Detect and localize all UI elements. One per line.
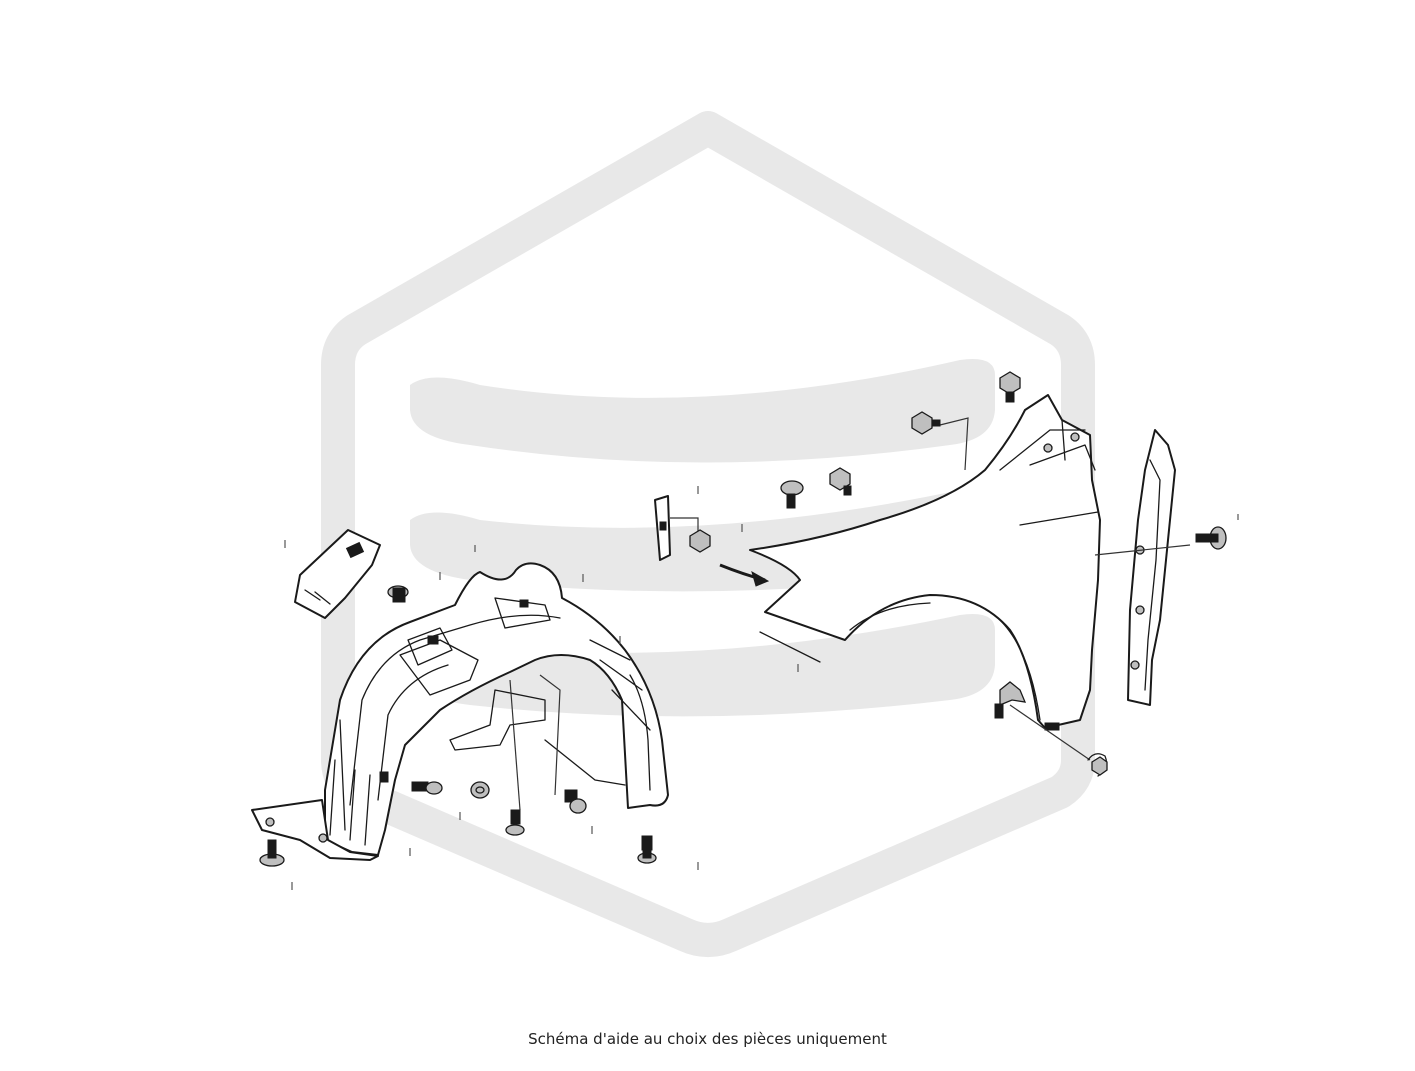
push-pin-left: [387, 585, 409, 603]
star-clip: [994, 681, 1027, 719]
clip-bottom-4: [637, 835, 657, 864]
fasteners: [259, 371, 1227, 867]
screw-right: [1195, 526, 1227, 550]
leader-lines: [509, 417, 1191, 811]
upper-mount-bracket: [654, 495, 671, 561]
front-fender: [749, 394, 1101, 731]
hex-bolt-left: [911, 411, 941, 435]
nut-clip: [689, 529, 711, 553]
tick-marks: [284, 486, 1239, 890]
washer-bottom: [470, 781, 490, 799]
direction-arrow: [719, 563, 770, 587]
spring-nut: [1087, 753, 1108, 777]
hex-bolt-mid: [829, 467, 852, 496]
side-rail-bracket: [1127, 429, 1176, 706]
push-clip-mid: [780, 480, 804, 509]
screw-bottom-left: [259, 839, 285, 867]
wheel-arch-liner: [251, 562, 669, 861]
hex-bolt-top: [999, 371, 1021, 403]
clip-bottom-2: [505, 809, 525, 836]
diagram-caption: Schéma d'aide au choix des pièces unique…: [528, 1030, 887, 1048]
bracket-top-left: [294, 529, 381, 619]
clip-bottom-3: [564, 789, 587, 814]
clip-bottom-1: [411, 781, 443, 795]
